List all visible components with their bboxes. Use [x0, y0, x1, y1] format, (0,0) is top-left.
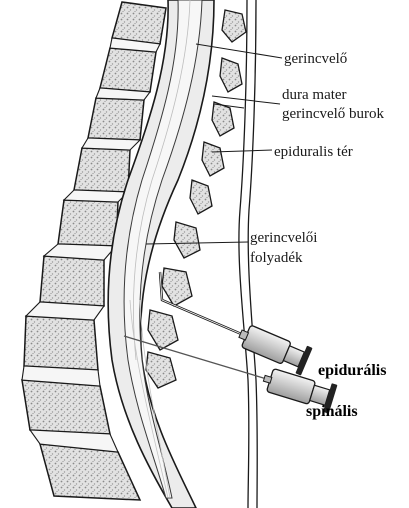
label-csf-line2: folyadék — [250, 250, 303, 266]
label-spinal-needle: spinális — [306, 403, 358, 420]
label-spinal-cord: gerincvelő — [284, 51, 347, 67]
label-epidural-space: epiduralis tér — [274, 144, 353, 160]
label-epidural-needle: epidurális — [318, 362, 386, 379]
label-dura-membrane: gerincvelő burok — [282, 106, 385, 122]
label-csf-line1: gerincvelői — [250, 230, 317, 246]
epidural-syringe — [235, 320, 313, 376]
label-dura-mater: dura mater — [282, 87, 347, 103]
